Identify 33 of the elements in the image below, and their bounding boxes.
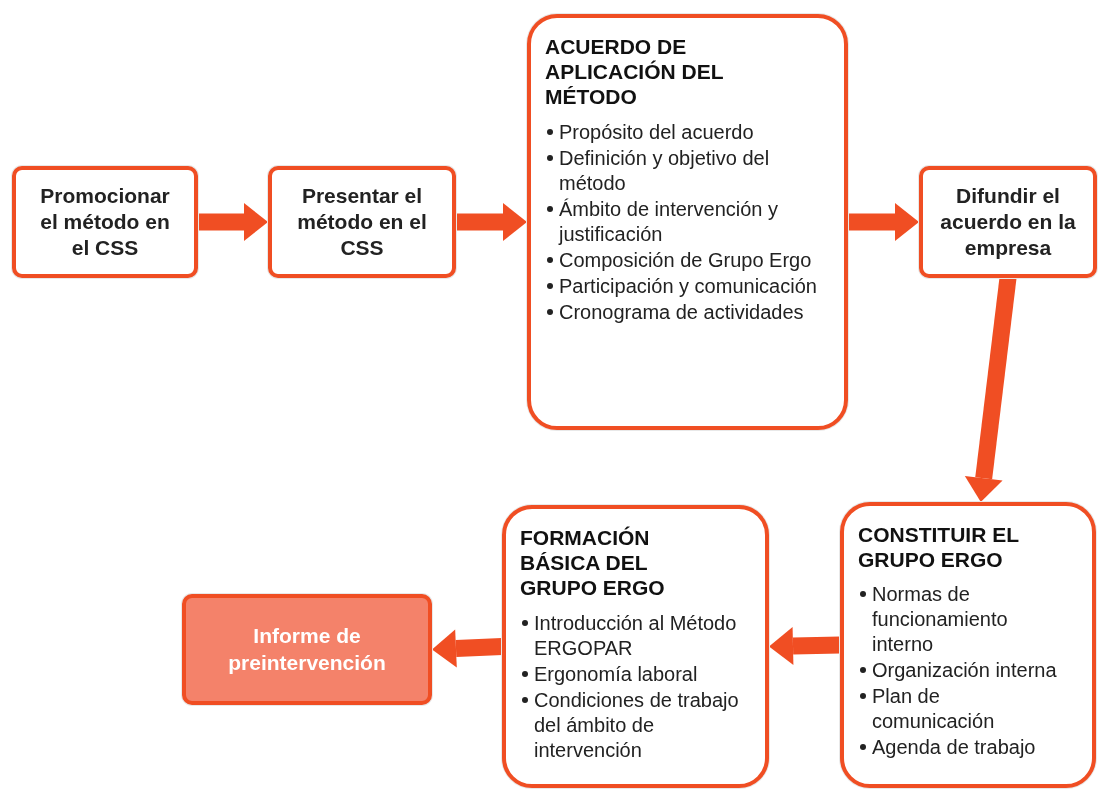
bullet-item: Ergonomía laboral	[534, 662, 698, 685]
process-box	[12, 166, 198, 278]
bullet-item: Ámbito de intervención y justificación	[559, 197, 778, 245]
process-box	[182, 594, 432, 705]
bullet-item: Participación y comunicación	[559, 274, 817, 297]
bullet-item: Definición y objetivo del método	[559, 146, 770, 194]
step-box	[840, 502, 1096, 788]
box-label: Presentar el método en el CSS	[296, 182, 428, 262]
bullet-item: Propósito del acuerdo	[559, 120, 754, 143]
block-arrow	[432, 629, 503, 668]
block-arrow	[456, 203, 527, 241]
bullet-item: Agenda de trabajo	[872, 736, 1036, 759]
block-arrow	[198, 203, 268, 241]
bullet-item: Condiciones de trabajo del ámbito de intervención	[534, 688, 739, 761]
bullet-item: Introducción al Método ERGOPAR	[534, 611, 737, 659]
bullet-item: Plan de comunicación	[872, 685, 995, 733]
block-arrow	[964, 276, 1017, 502]
box-label: Promocionar el método en el CSS	[39, 182, 171, 262]
box-label: Difundir el acuerdo en la empresa	[939, 182, 1077, 262]
step-box	[527, 14, 848, 430]
bullet-item: Organización interna	[872, 659, 1057, 682]
box-heading: ACUERDO DE APLICACIÓN DEL MÉTODO	[545, 34, 725, 110]
block-arrow	[848, 203, 919, 241]
process-box	[268, 166, 456, 278]
box-heading: FORMACIÓN BÁSICA DEL GRUPO ERGO	[520, 525, 666, 601]
block-arrow	[769, 627, 841, 665]
process-box	[919, 166, 1097, 278]
step-box	[502, 505, 769, 788]
bullet-item: Cronograma de actividades	[559, 300, 804, 323]
box-heading: CONSTITUIR EL GRUPO ERGO	[858, 522, 1020, 573]
bullet-item: Normas de funcionamiento interno	[872, 583, 1008, 656]
box-label: Informe de preintervención	[227, 623, 387, 676]
bullet-item: Composición de Grupo Ergo	[559, 248, 812, 271]
